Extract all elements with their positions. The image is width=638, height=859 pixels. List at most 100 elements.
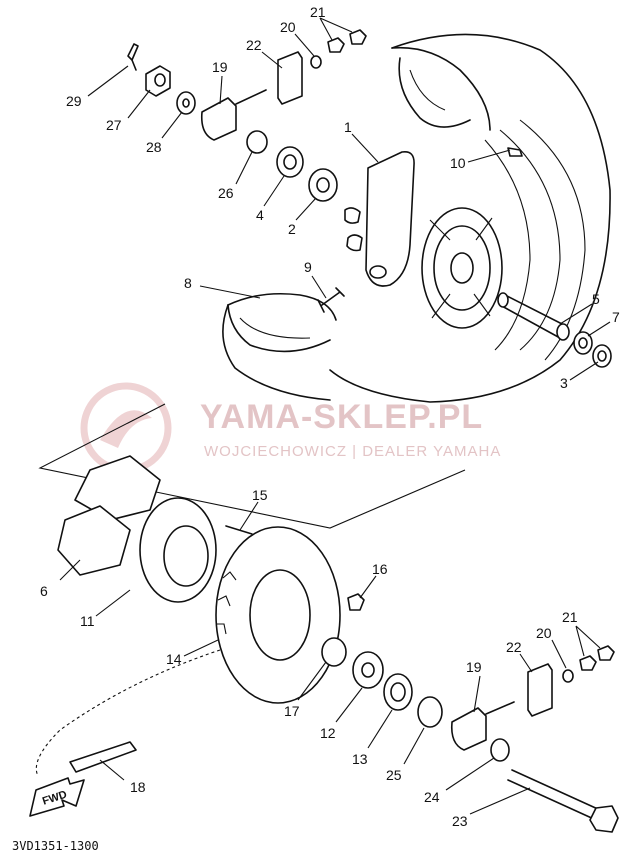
- adjuster-bolt: [235, 89, 267, 105]
- sprocket-outer: [215, 526, 341, 704]
- cotter-pin: [127, 43, 139, 61]
- sprocket-teeth: [216, 571, 237, 635]
- oil-seal-4-hole: [283, 154, 297, 170]
- axle-collar-group: [497, 292, 612, 368]
- leader-13: [367, 709, 393, 749]
- leader-1: [351, 133, 379, 163]
- chain-puller-19: [200, 97, 237, 141]
- leader-10: [467, 149, 511, 163]
- chain-puller-19b: [450, 707, 487, 751]
- bottom-right-parts: [450, 645, 619, 833]
- callout-19-top: 19: [212, 59, 228, 75]
- callout-28: 28: [146, 139, 162, 155]
- chain-18: [69, 741, 137, 773]
- leader-23: [469, 787, 531, 815]
- damper-6-top: [74, 455, 161, 521]
- axle-collar-start: [497, 292, 509, 308]
- tire-left-outer: [222, 304, 331, 401]
- callout-17: 17: [284, 703, 300, 719]
- tire-left-inner: [239, 317, 311, 339]
- watermark: YAMA-SKLEP.PL WOJCIECHOWICZ | DEALER YAM…: [80, 382, 501, 474]
- leader-14: [183, 639, 219, 657]
- leader-19a: [219, 75, 223, 105]
- leader-15: [239, 501, 259, 531]
- washer-28: [176, 91, 196, 115]
- tire-left-lip: [227, 292, 337, 321]
- leader-17: [297, 661, 327, 701]
- wheel-hub-body: [365, 150, 415, 287]
- callout-2: 2: [288, 221, 296, 237]
- axle-23-head: [589, 805, 619, 833]
- wheel-hub-center: [450, 252, 474, 284]
- washer-20: [310, 55, 322, 69]
- hub-damper-2: [346, 234, 363, 252]
- bearing-17: [321, 637, 347, 667]
- collar-25: [417, 696, 443, 728]
- tire-cutaway-top: [398, 57, 471, 128]
- tire-outer-contour: [329, 33, 611, 403]
- hub-damper: [344, 207, 361, 224]
- callout-22-bottom: 22: [506, 639, 522, 655]
- tire-tread-2: [519, 119, 586, 361]
- collar-26: [246, 130, 268, 154]
- axle-nut-hole: [154, 73, 166, 87]
- stud-bolt-15: [225, 525, 253, 535]
- callout-21-top: 21: [310, 4, 326, 20]
- callout-9: 9: [304, 259, 312, 275]
- leader-26: [235, 151, 253, 185]
- watermark-title: YAMA-SKLEP.PL: [200, 398, 483, 436]
- valve: [317, 287, 345, 313]
- bearing-2-hole: [316, 177, 330, 193]
- collar-7: [573, 331, 593, 355]
- callout-labels: 29 27 28 19 22 20 21 26 4 2 1 10 8 9 5 7…: [40, 4, 620, 829]
- leader-25: [403, 727, 425, 765]
- callout-8: 8: [184, 275, 192, 291]
- bearing-12: [352, 651, 384, 689]
- callout-20-top: 20: [280, 19, 296, 35]
- bearing-2: [308, 168, 338, 202]
- callout-23: 23: [452, 813, 468, 829]
- callout-21-bottom: 21: [562, 609, 578, 625]
- oil-seal-13-hole: [390, 682, 406, 702]
- fwd-arrow: [29, 777, 85, 817]
- leader-24: [445, 757, 495, 791]
- leader-21a: [319, 17, 353, 41]
- leader-18: [99, 759, 125, 781]
- callout-10: 10: [450, 155, 466, 171]
- callout-13: 13: [352, 751, 368, 767]
- axle-collar-5: [499, 294, 567, 339]
- tire-top-lip: [391, 46, 491, 131]
- collar-7-hole: [578, 337, 588, 349]
- leader-9: [311, 275, 327, 299]
- leader-21b: [575, 625, 601, 657]
- oil-seal-3-hole: [597, 350, 607, 362]
- chain-path: [35, 649, 221, 777]
- callout-22-top: 22: [246, 37, 262, 53]
- leader-5: [559, 303, 593, 325]
- watermark-subtitle: WOJCIECHOWICZ | DEALER YAMAHA: [204, 443, 501, 460]
- bottom-bearings: [321, 637, 443, 728]
- leader-20b: [551, 639, 567, 669]
- callout-3: 3: [560, 375, 568, 391]
- oil-seal-13: [383, 673, 413, 711]
- leader-16: [359, 575, 377, 599]
- tire-tread-1: [499, 129, 561, 351]
- callout-7: 7: [612, 309, 620, 325]
- nut-21b: [349, 29, 367, 45]
- wheel-rim-inner: [433, 225, 491, 311]
- watermark-logo-swoosh: [100, 410, 152, 448]
- sprocket-hub-group: [57, 455, 253, 603]
- cotter-pin-tail: [131, 59, 137, 71]
- leader-28: [161, 111, 183, 139]
- leader-7: [587, 321, 611, 337]
- leader-20a: [294, 33, 315, 57]
- diagram-code: 3VD1351-1300: [12, 839, 99, 853]
- callout-11: 11: [80, 613, 95, 629]
- leader-8: [199, 285, 261, 299]
- drive-chain: FWD: [29, 649, 221, 817]
- oil-seal-4: [276, 146, 304, 178]
- washer-24: [490, 738, 510, 762]
- callout-29: 29: [66, 93, 82, 109]
- callout-27: 27: [106, 117, 122, 133]
